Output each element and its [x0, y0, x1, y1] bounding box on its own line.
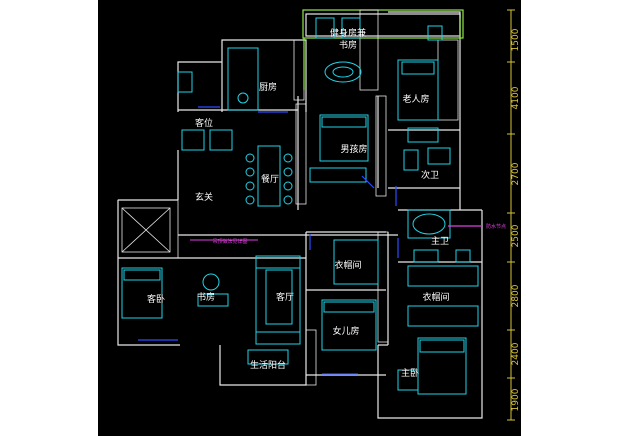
label-master-bath: 主卫: [431, 235, 449, 247]
label-guest-toilet: 客位: [195, 117, 213, 129]
dimension-column: 1500 4100 2700 2500 2800 2400 1900: [507, 9, 521, 421]
elevator-shaft: [121, 207, 171, 253]
label-elder-room: 老人房: [402, 93, 429, 105]
dim-2700: 2700: [511, 162, 521, 185]
label-master-bedroom: 主卧: [401, 367, 419, 379]
furniture: [121, 17, 479, 395]
label-study: 书房: [197, 291, 215, 303]
dim-2500: 2500: [511, 224, 521, 247]
doors: [138, 106, 399, 375]
dim-1500: 1500: [511, 28, 521, 51]
green-openings: [303, 18, 461, 90]
bath-note: 防水节点: [486, 223, 506, 230]
dim-4100: 4100: [511, 86, 521, 109]
floor-plan-canvas: 1500 4100 2700 2500 2800 2400 1900: [98, 0, 521, 436]
label-living-room: 客厅: [276, 291, 294, 303]
label-kitchen: 厨房: [259, 81, 277, 93]
label-guest-bedroom: 客卧: [147, 293, 165, 305]
label-boys-room: 男孩房: [340, 143, 367, 155]
label-girls-room: 女儿房: [332, 325, 359, 337]
dim-2400: 2400: [511, 342, 521, 365]
floor-plan: 1500 4100 2700 2500 2800 2400 1900: [117, 9, 521, 421]
label-fitness-study: 健身房兼: [330, 27, 366, 39]
label-fitness-study-2: 书房: [339, 39, 357, 51]
corridor-note: 吊顶做法见详图: [212, 238, 247, 245]
room-labels: 健身房兼 书房 厨房 老人房 客位 男孩房 餐厅 次卫 玄关 主卫 衣帽间 客卧…: [147, 27, 450, 379]
label-balcony: 生活阳台: [250, 359, 286, 371]
dim-1900: 1900: [511, 388, 521, 411]
walls: [117, 9, 483, 419]
label-cloakroom-right: 衣帽间: [422, 291, 449, 303]
label-dining: 餐厅: [261, 173, 279, 185]
label-second-bath: 次卫: [421, 169, 439, 181]
label-foyer: 玄关: [195, 191, 213, 203]
label-cloakroom-upper: 衣帽间: [334, 259, 361, 271]
dim-2800: 2800: [511, 284, 521, 307]
wall-columns: [117, 9, 459, 386]
